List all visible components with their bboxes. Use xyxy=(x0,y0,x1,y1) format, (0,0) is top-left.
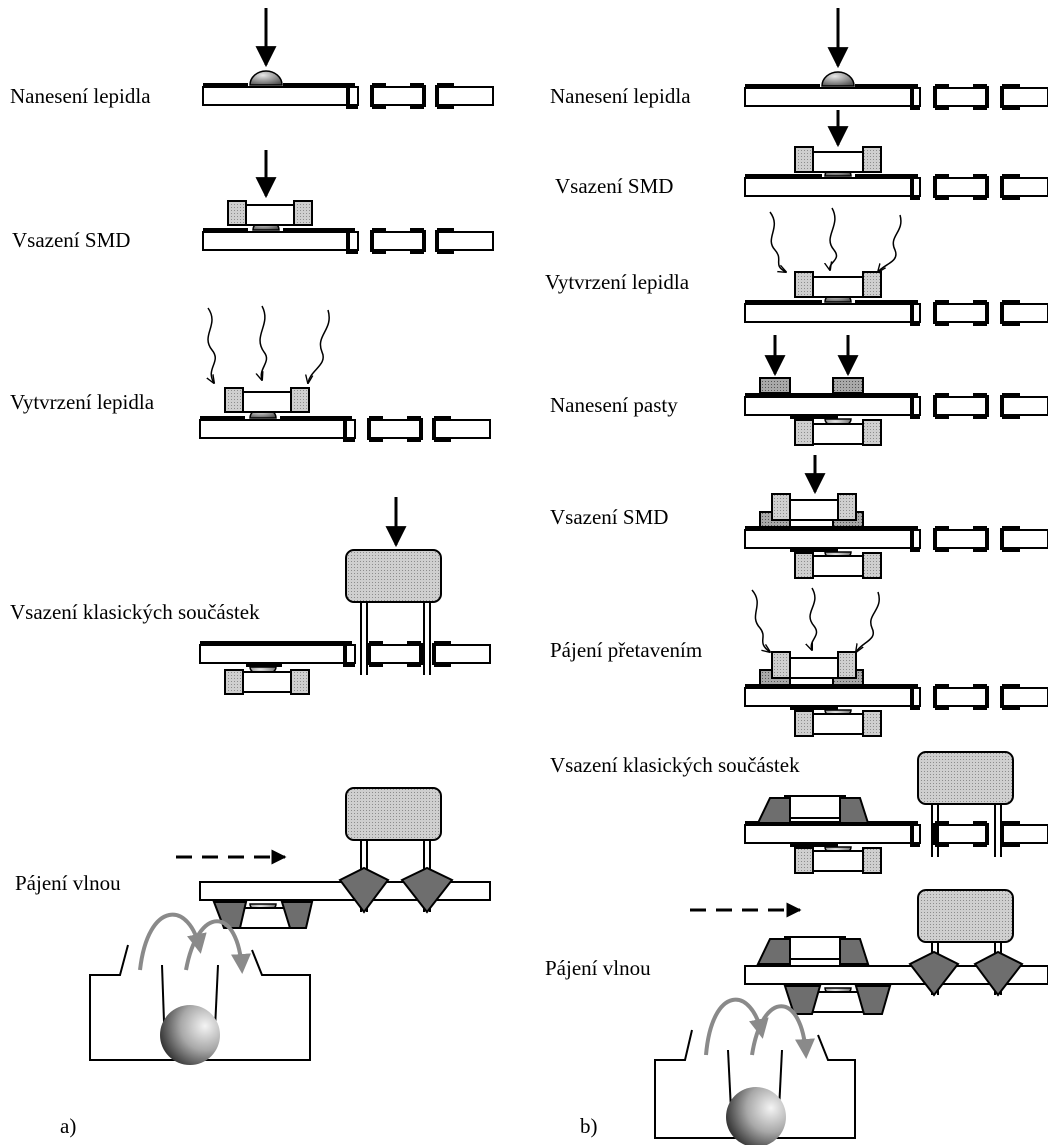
b8-board xyxy=(744,889,1048,1015)
label-b-smd1: Vsazení SMD xyxy=(555,174,674,198)
a3-board xyxy=(199,387,491,442)
label-b-glue: Nanesení lepidla xyxy=(550,84,691,108)
label-b-wave: Pájení vlnou xyxy=(545,956,651,980)
a3-heat-arrows xyxy=(208,305,330,383)
b4-board xyxy=(744,377,1048,446)
a2-board xyxy=(202,200,494,254)
label-b-tht: Vsazení klasických součástek xyxy=(550,753,800,777)
b2-board xyxy=(744,146,1048,200)
label-a-wave: Pájení vlnou xyxy=(15,871,121,895)
b7-board xyxy=(744,751,1048,874)
a5-board xyxy=(199,787,491,929)
b1-board xyxy=(744,71,1048,110)
b3-board xyxy=(744,271,1048,326)
b6-heat-arrows xyxy=(751,587,880,652)
b3-heat-arrows xyxy=(769,207,902,272)
label-b-reflow: Pájení přetavením xyxy=(550,638,703,662)
b6-board xyxy=(744,651,1048,737)
label-a-tag: a) xyxy=(60,1114,77,1138)
label-b-smd2: Vsazení SMD xyxy=(550,505,669,529)
label-b-tag: b) xyxy=(580,1114,598,1138)
label-a-smd: Vsazení SMD xyxy=(12,228,131,252)
label-b-cure: Vytvrzení lepidla xyxy=(545,270,690,294)
b8-wave-tank xyxy=(654,997,856,1145)
b5-board xyxy=(744,493,1048,579)
a1-board xyxy=(202,70,494,109)
label-a-tht: Vsazení klasických součástek xyxy=(10,600,260,624)
a5-wave-tank xyxy=(89,912,311,1065)
label-a-cure: Vytvrzení lepidla xyxy=(10,390,155,414)
label-a-glue: Nanesení lepidla xyxy=(10,84,151,108)
label-b-paste: Nanesení pasty xyxy=(550,393,678,417)
a4-board xyxy=(199,549,491,695)
